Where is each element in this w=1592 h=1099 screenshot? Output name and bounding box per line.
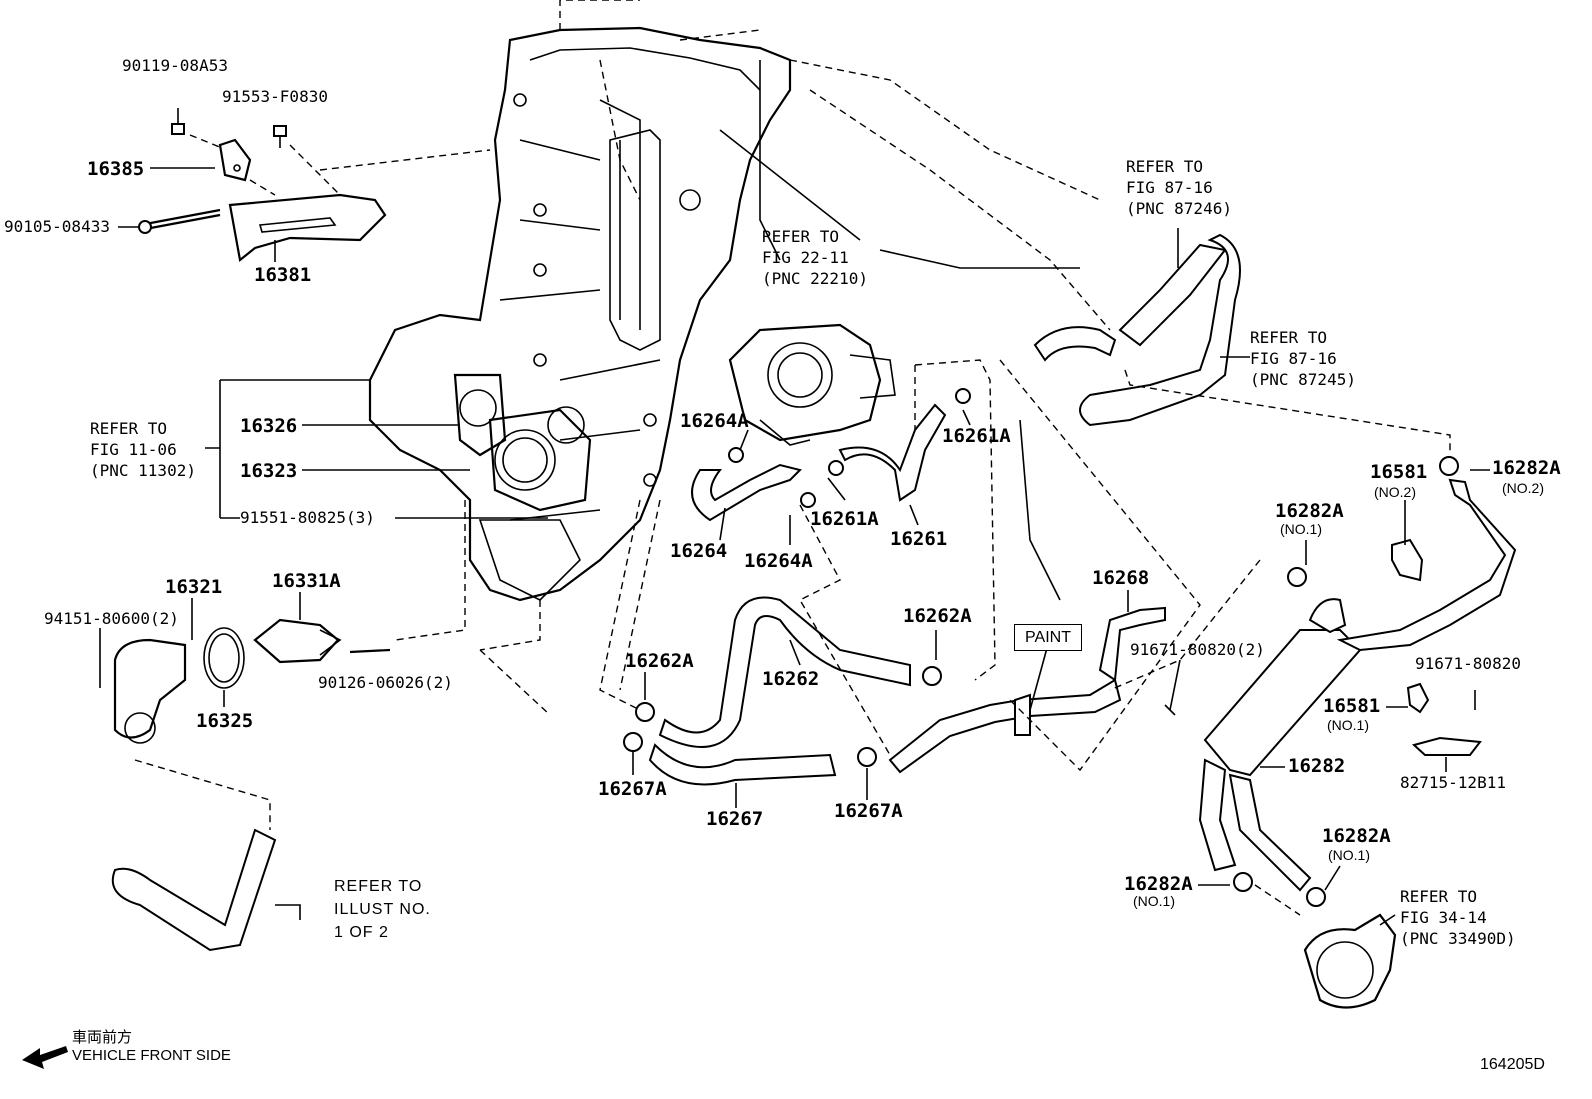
label-16268: 16268: [1092, 567, 1150, 589]
dashed-relations: [134, 359, 1451, 916]
label-16282a-no1-top-sub: (NO.1): [1280, 521, 1322, 537]
label-16262a-right: 16262A: [903, 605, 972, 627]
label-94151-80600: 94151-80600(2): [44, 609, 179, 628]
refer-fig-34-14: REFER TO FIG 34-14 (PNC 33490D): [1400, 887, 1516, 948]
label-91553-f0830: 91553-F0830: [222, 87, 328, 106]
refer-fig-87-16-pnc-87245: REFER TO FIG 87-16 (PNC 87245): [1250, 328, 1356, 389]
refer-fig-87-16-pnc-87246: REFER TO FIG 87-16 (PNC 87246): [1126, 157, 1232, 218]
label-16323: 16323: [240, 460, 298, 482]
label-91671-80820: 91671-80820: [1415, 654, 1521, 673]
label-16325: 16325: [196, 710, 254, 732]
label-16581-no1: 16581: [1323, 695, 1381, 717]
label-16385: 16385: [87, 158, 145, 180]
refer-illust-no: REFER TO ILLUST NO. 1 OF 2: [334, 878, 431, 941]
label-16381: 16381: [254, 264, 312, 286]
label-16282a-no1-right-sub: (NO.1): [1328, 847, 1370, 863]
label-16581-no1-sub: (NO.1): [1327, 717, 1369, 733]
label-16331a: 16331A: [272, 570, 341, 592]
label-16261a-lower: 16261A: [810, 508, 879, 530]
vehicle-front-arrow: [22, 1046, 68, 1069]
vehicle-front-label-en: VEHICLE FRONT SIDE: [72, 1047, 231, 1064]
label-16264a-upper: 16264A: [680, 410, 749, 432]
label-16326: 16326: [240, 415, 298, 437]
label-16282a-no1-top: 16282A: [1275, 500, 1344, 522]
label-16262: 16262: [762, 668, 820, 690]
engine-hidden-lines: [559, 0, 1111, 601]
vehicle-front-label-jp: 車両前方: [72, 1028, 133, 1046]
label-90126-06026: 90126-06026(2): [318, 673, 453, 692]
refer-fig-22-11: REFER TO FIG 22-11 (PNC 22210): [762, 227, 868, 288]
label-16282a-no2: 16282A: [1492, 457, 1561, 479]
label-90105-08433: 90105-08433: [4, 217, 110, 236]
label-16261: 16261: [890, 528, 948, 550]
label-90119-08a53: 90119-08A53: [122, 56, 228, 75]
figure-number: 164205D: [1480, 1056, 1545, 1073]
refer-fig-11-06: REFER TO FIG 11-06 (PNC 11302): [90, 419, 196, 480]
label-16264: 16264: [670, 540, 728, 562]
label-16321: 16321: [165, 576, 223, 598]
hoses: [111, 233, 1517, 1009]
label-16267a-right: 16267A: [834, 800, 903, 822]
label-82715-12b11: 82715-12B11: [1400, 773, 1506, 792]
label-16282a-no1-left: 16282A: [1124, 873, 1193, 895]
label-16267: 16267: [706, 808, 764, 830]
label-16262a-left: 16262A: [625, 650, 694, 672]
label-16581-no2: 16581: [1370, 461, 1428, 483]
label-16282: 16282: [1288, 755, 1346, 777]
throttle-body: [728, 323, 896, 446]
engine-cover-outline: [368, 26, 792, 602]
label-16264a-lower: 16264A: [744, 550, 813, 572]
label-16282a-no1-right: 16282A: [1322, 825, 1391, 847]
label-16261a-upper: 16261A: [942, 425, 1011, 447]
label-16282a-no1-left-sub: (NO.1): [1133, 893, 1175, 909]
label-16282a-no2-sub: (NO.2): [1502, 480, 1544, 496]
engine-hanger-bracket: [138, 108, 491, 263]
label-91671-80820-2: 91671-80820(2): [1130, 640, 1265, 659]
leader-lines: [99, 167, 1490, 926]
label-16267a-left: 16267A: [598, 778, 667, 800]
label-91551-80825: 91551-80825(3): [240, 508, 375, 527]
label-16581-no2-sub: (NO.2): [1374, 484, 1416, 500]
paint-marker: PAINT: [1014, 624, 1082, 651]
